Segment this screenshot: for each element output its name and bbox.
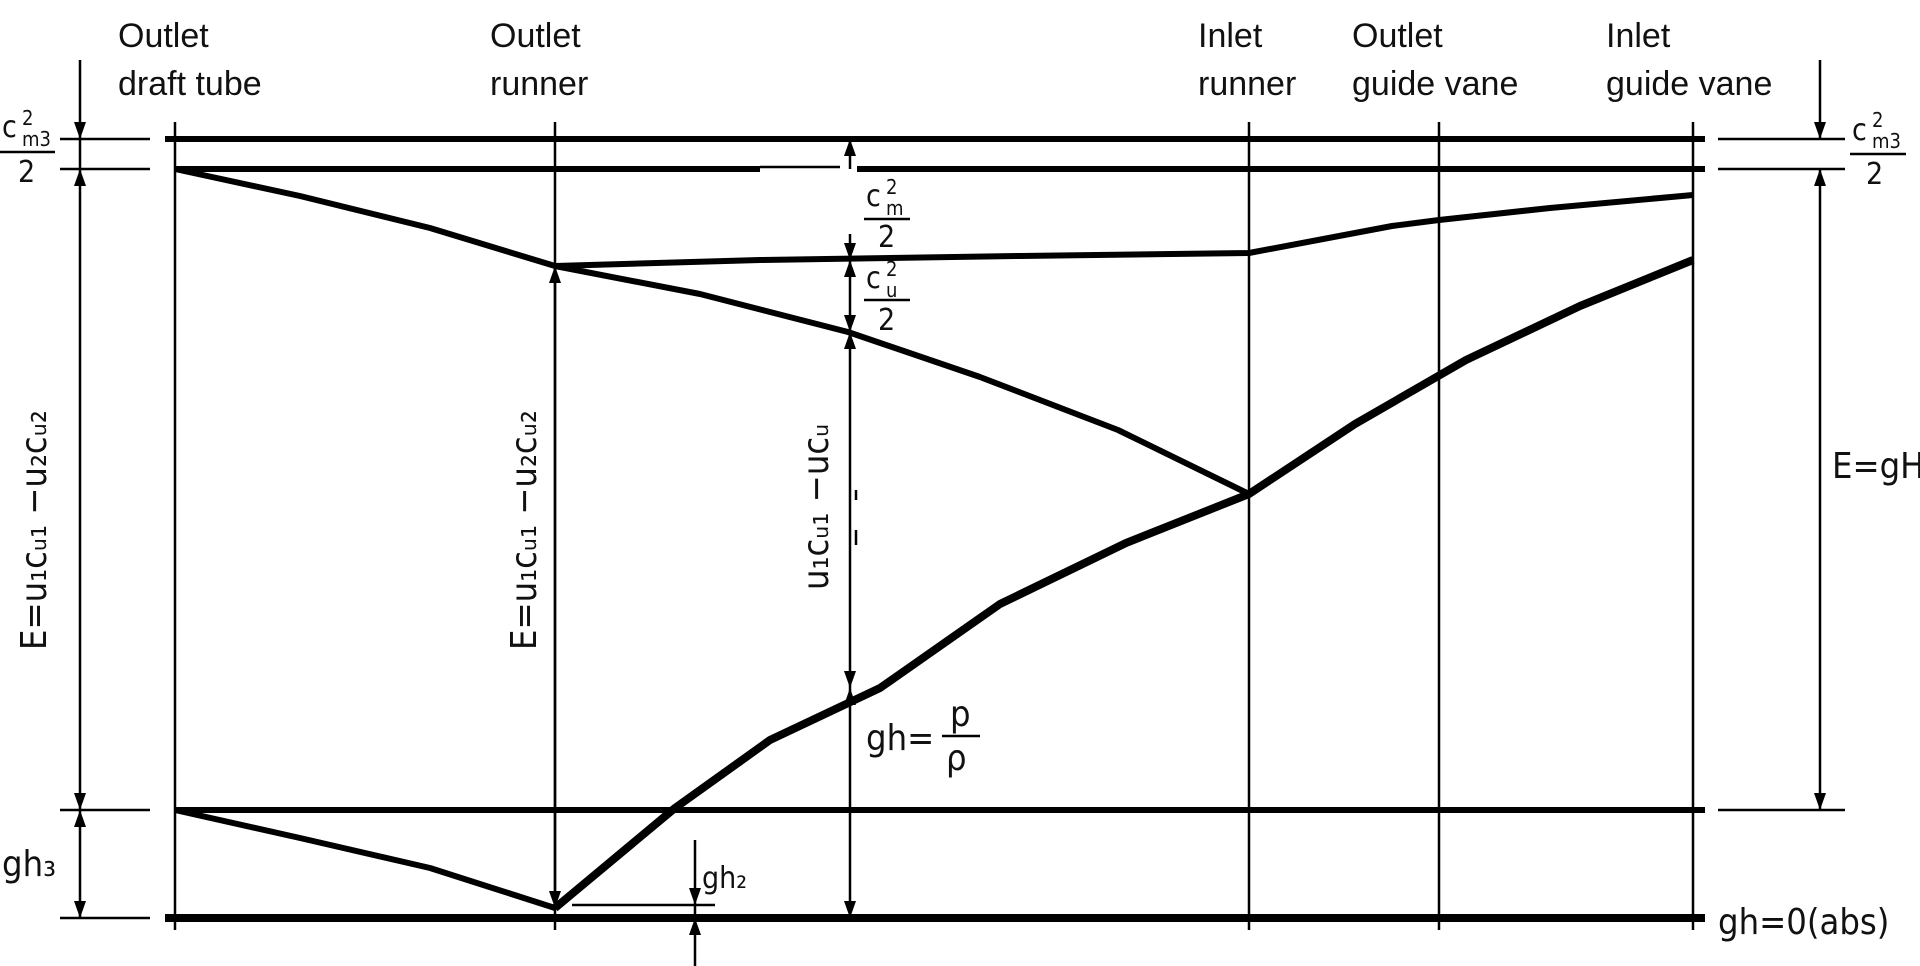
diagram-labels: c 2 m3 2 c 2 m3 2 c 2 m 2 c 2 u 2 — [0, 106, 1920, 943]
label-cm-sub: m — [886, 196, 904, 220]
label-p-num: p — [950, 694, 971, 735]
draft-tube-loss-curve — [174, 807, 556, 911]
label-cm-sup: 2 — [886, 175, 897, 199]
mid-arrow-e-bottom — [844, 671, 856, 688]
mid-arrow-cm-bottom — [844, 243, 856, 260]
label-e-right: E=gH — [1832, 446, 1920, 487]
runner-arrow-bottom — [549, 891, 561, 908]
mid-arrow-cu-bottom — [844, 315, 856, 332]
reference-lines — [60, 136, 1845, 922]
left-arrow-e-bottom — [74, 793, 86, 810]
label-cu-sub: u — [886, 278, 897, 302]
label-cm-c: c — [866, 179, 881, 214]
mid-arrow-p-top — [844, 688, 856, 705]
dimension-lines — [74, 60, 1826, 966]
header-inlet-runner-line1: Inlet — [1198, 17, 1263, 55]
label-gh2: gh₂ — [702, 861, 747, 896]
label-p-den: ρ — [946, 738, 967, 779]
header-draft-tube-line2: draft tube — [118, 65, 262, 103]
energy-curves — [174, 166, 1695, 912]
mid-arrow-cm3 — [844, 139, 856, 156]
label-cu-sup: 2 — [886, 257, 897, 281]
label-e-middle: u₁cᵤ₁ −ucᵤ — [796, 424, 837, 590]
left-arrow-e-top — [74, 169, 86, 186]
label-cu: c 2 u 2 — [864, 257, 910, 338]
column-headers: Outlet draft tube Outlet runner Inlet ru… — [118, 17, 1772, 103]
label-cu-den: 2 — [878, 303, 895, 338]
left-arrow-gh3-bottom — [74, 901, 86, 918]
header-inlet-guide-vane-line2: guide vane — [1606, 65, 1772, 103]
label-cm3-right-sup: 2 — [1872, 108, 1883, 132]
label-cm3-right-sub: m3 — [1872, 129, 1901, 153]
label-cm: c 2 m 2 — [864, 175, 910, 255]
left-arrow-gh3-top — [74, 810, 86, 827]
label-e-runner: E=u₁cᵤ₁ −u₂cᵤ₂ — [504, 410, 545, 650]
label-e-left: E=u₁cᵤ₁ −u₂cᵤ₂ — [14, 410, 55, 650]
gh2-arrow-bottom — [689, 918, 701, 935]
header-outlet-runner-line1: Outlet — [490, 17, 581, 55]
label-cm3-right: c 2 m3 2 — [1850, 108, 1906, 192]
right-arrow-cm3 — [1814, 122, 1826, 139]
gh2-arrow-top — [689, 888, 701, 905]
header-outlet-guide-vane-line1: Outlet — [1352, 17, 1443, 55]
mid-arrow-cu-top — [844, 260, 856, 277]
label-gh3: gh₃ — [2, 844, 56, 885]
header-outlet-guide-vane-line2: guide vane — [1352, 65, 1518, 103]
label-gh-eq: gh= — [866, 718, 934, 759]
label-cm3-right-c: c — [1852, 113, 1867, 148]
label-cm-den: 2 — [878, 220, 895, 255]
right-arrow-bottom — [1814, 793, 1826, 810]
label-pressure: gh= p ρ — [866, 694, 980, 779]
header-draft-tube-line1: Outlet — [118, 17, 209, 55]
label-cm3-right-den: 2 — [1866, 157, 1883, 192]
label-cu-c: c — [866, 261, 881, 296]
label-cm3-left-sup: 2 — [22, 106, 33, 130]
label-cm3-left: c 2 m3 2 — [0, 106, 55, 190]
label-cm3-left-sub: m3 — [22, 127, 51, 151]
runner-velocity-curve — [554, 263, 1251, 497]
pressure-curve — [552, 256, 1695, 912]
header-inlet-guide-vane-line1: Inlet — [1606, 17, 1671, 55]
label-cm3-left-c: c — [2, 110, 17, 145]
mid-arrow-e-top — [844, 332, 856, 349]
runner-arrow-top — [549, 266, 561, 283]
right-arrow-top — [1814, 169, 1826, 186]
label-cm3-left-den: 2 — [18, 155, 35, 190]
total-energy-curve — [174, 166, 1694, 269]
label-gh-zero: gh=0(abs) — [1718, 902, 1889, 943]
header-outlet-runner-line2: runner — [490, 65, 588, 103]
header-inlet-runner-line2: runner — [1198, 65, 1296, 103]
left-arrow-cm3-bottom — [74, 122, 86, 139]
mid-arrow-p-bottom — [844, 901, 856, 918]
